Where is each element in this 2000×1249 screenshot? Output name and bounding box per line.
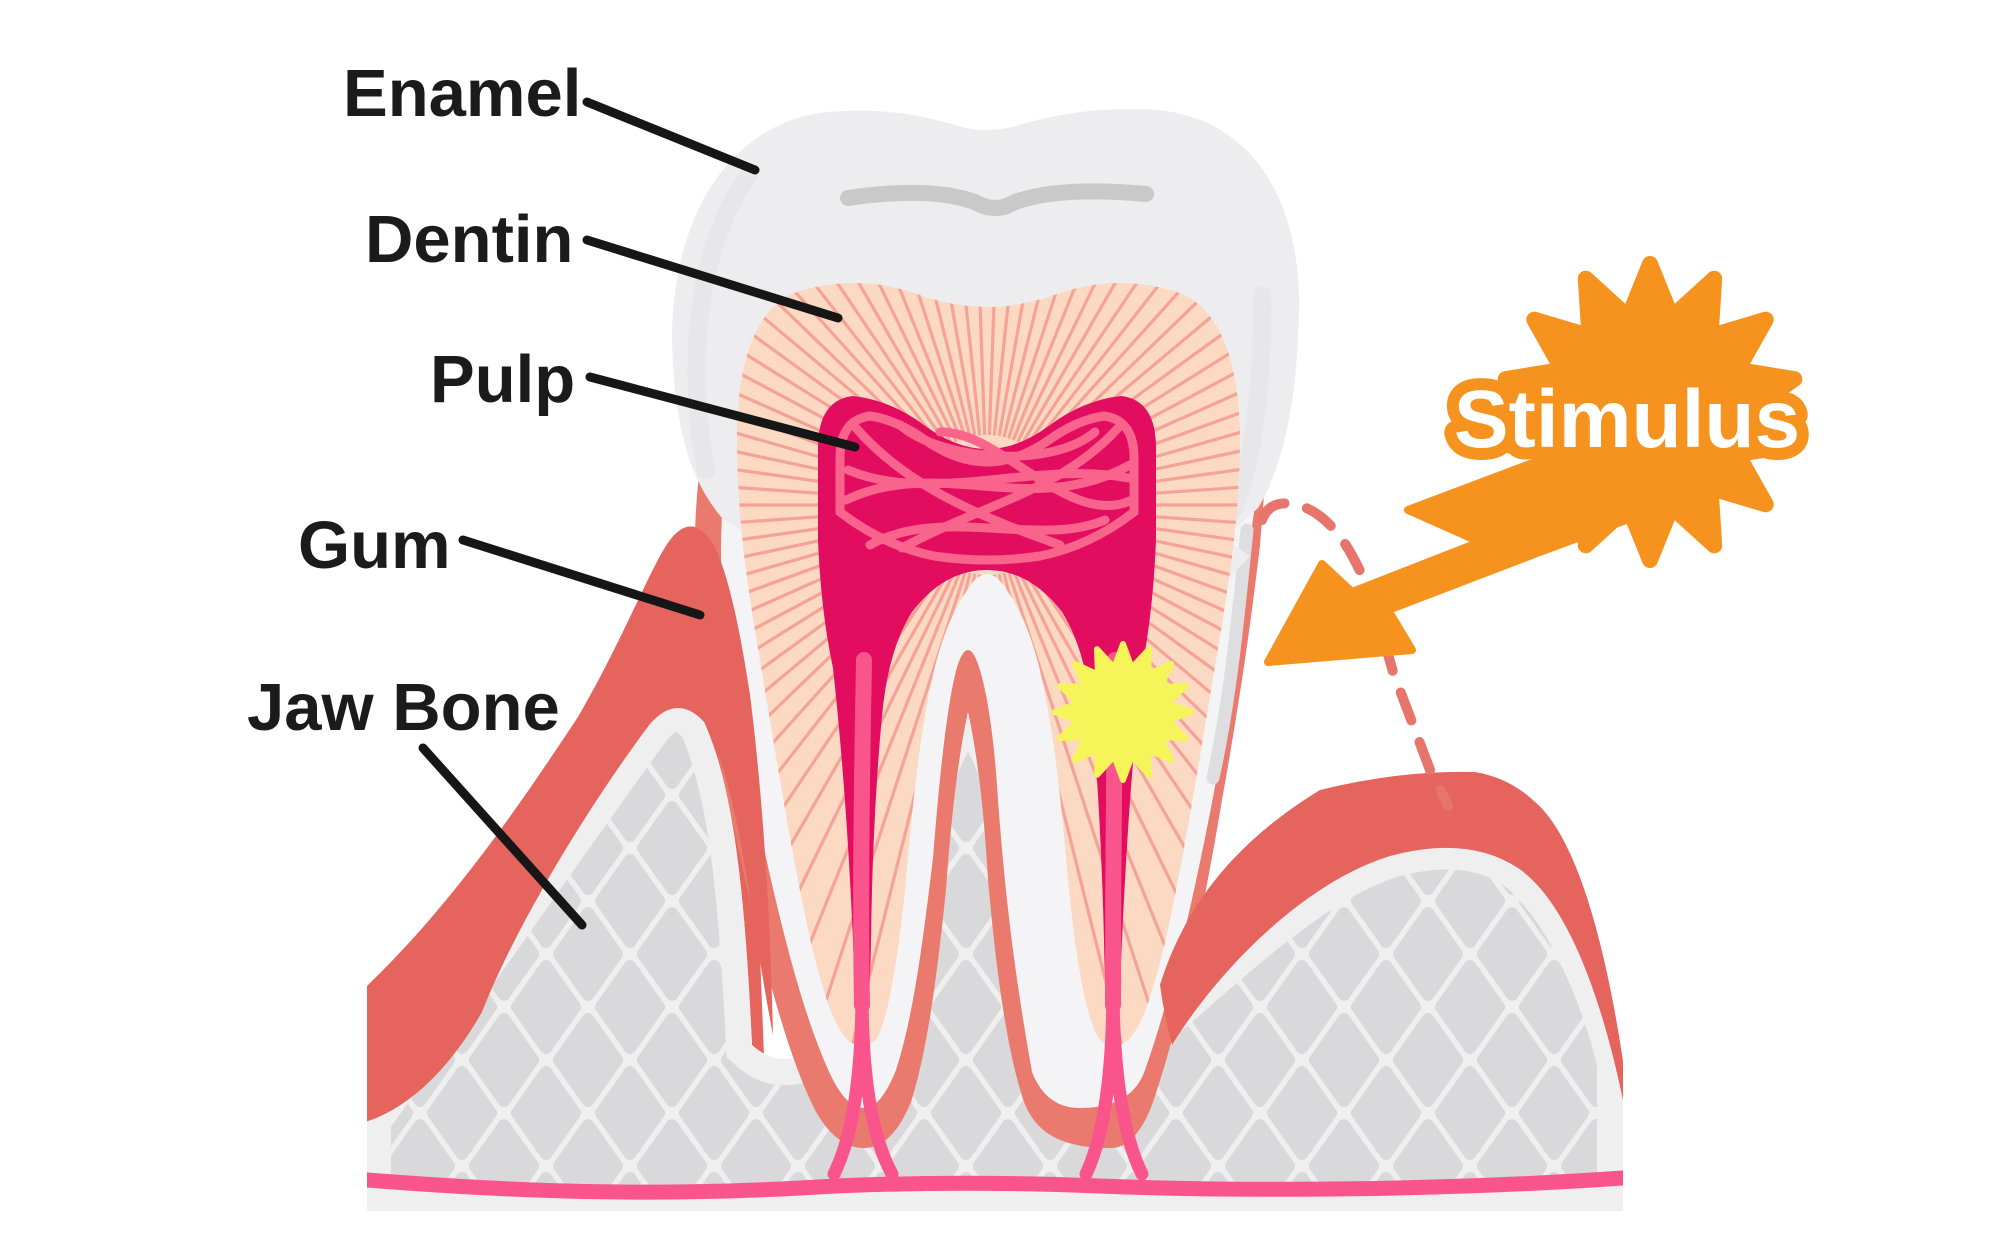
gum-hill-right <box>1160 771 1623 1100</box>
pulp-vessels <box>835 411 1139 565</box>
label-dentin: Dentin <box>365 202 573 277</box>
exposed-root-shading <box>1206 523 1254 785</box>
leader-gum <box>458 535 705 620</box>
enamel-inner-shadow-right <box>1223 286 1272 521</box>
stimulus-star-icon <box>1497 256 1803 568</box>
label-jaw-bone: Jaw Bone <box>247 670 560 745</box>
gum-front <box>367 526 1623 1122</box>
leader-dentin <box>582 235 843 323</box>
pulp-chamber <box>818 396 1156 1022</box>
leader-enamel <box>582 97 760 175</box>
mandibular-nerve <box>367 1170 1623 1200</box>
gum-hill-left <box>367 526 773 1122</box>
stimulus-label: Stimulus <box>1454 374 1800 465</box>
pain-flash-icon <box>1052 641 1194 783</box>
label-pulp: Pulp <box>430 342 575 417</box>
leader-pulp <box>585 372 860 452</box>
receded-gum-outline <box>1257 498 1453 811</box>
occlusal-groove <box>840 183 1154 216</box>
stimulus-group: Stimulus <box>1264 256 1812 666</box>
label-enamel: Enamel <box>343 56 581 131</box>
tooth <box>672 109 1299 1181</box>
enamel-inner-shadow-left <box>687 167 757 479</box>
root-nerve-threads <box>827 978 1149 1181</box>
label-layer: Enamel Dentin Pulp Gum Jaw Bone <box>247 56 860 930</box>
label-gum: Gum <box>298 508 451 583</box>
leader-jaw-bone <box>418 743 587 930</box>
